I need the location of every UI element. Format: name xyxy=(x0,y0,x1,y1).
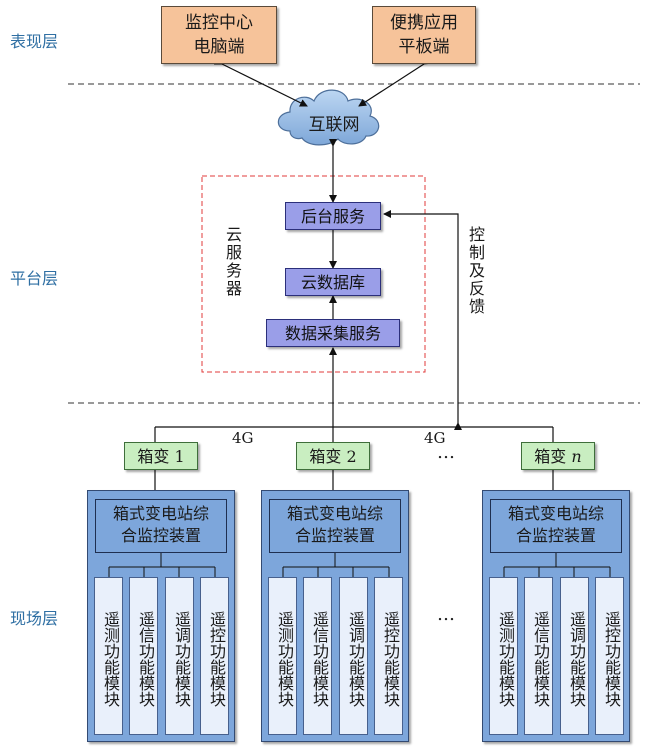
module-connectors xyxy=(282,553,390,577)
monitor-device-line1: 箱式变电站综 xyxy=(286,504,383,523)
telemetry-module: 遥测功能模块 xyxy=(94,577,123,735)
ellipsis-stations: … xyxy=(437,604,455,625)
module-connectors xyxy=(108,553,216,577)
integrated-monitor-device: 箱式变电站综 合监控装置 xyxy=(269,499,401,553)
box-transformer-number: 1 xyxy=(174,447,185,466)
mobile-tablet-box: 便携应用 平板端 xyxy=(372,6,476,64)
monitor-device-line1: 箱式变电站综 xyxy=(507,504,604,523)
monitor-device-line2: 合监控装置 xyxy=(120,526,201,545)
box-transformer-2: 箱变 2 xyxy=(296,442,370,470)
network-4g-label-right: 4G xyxy=(424,429,446,447)
telesignal-module: 遥信功能模块 xyxy=(303,577,332,735)
telesignal-module: 遥信功能模块 xyxy=(524,577,553,735)
monitor-center-line1: 监控中心 xyxy=(185,13,253,33)
box-transformer-number: n xyxy=(571,447,582,466)
station-group-1: 箱式变电站综 合监控装置 遥测功能模块 遥信功能模块 遥调功能模块 遥控功能模块 xyxy=(87,490,235,742)
telemetry-module: 遥测功能模块 xyxy=(489,577,518,735)
box-transformer-name: 箱变 xyxy=(309,447,342,466)
integrated-monitor-device: 箱式变电站综 合监控装置 xyxy=(490,499,622,553)
box-transformer-name: 箱变 xyxy=(137,447,170,466)
monitor-center-pc-box: 监控中心 电脑端 xyxy=(161,6,277,64)
integrated-monitor-device: 箱式变电站综 合监控装置 xyxy=(95,499,227,553)
telesignal-module: 遥信功能模块 xyxy=(129,577,158,735)
teleadjust-module: 遥调功能模块 xyxy=(560,577,589,735)
box-transformer-n: 箱变 n xyxy=(521,442,595,470)
box-transformer-number: 2 xyxy=(346,447,357,466)
data-collection-service-box: 数据采集服务 xyxy=(266,319,400,347)
ellipsis-boxes: … xyxy=(437,442,455,463)
layer-label-field: 现场层 xyxy=(10,609,59,628)
backend-service-box: 后台服务 xyxy=(285,202,381,230)
layer-label-presentation: 表现层 xyxy=(10,32,59,51)
box-transformer-1: 箱变 1 xyxy=(124,442,198,470)
module-connectors xyxy=(503,553,611,577)
mobile-line2: 平板端 xyxy=(398,37,450,57)
cloud-database-box: 云数据库 xyxy=(285,268,381,296)
monitor-device-line1: 箱式变电站综 xyxy=(112,504,209,523)
internet-label: 互联网 xyxy=(308,115,360,135)
station-group-n: 箱式变电站综 合监控装置 遥测功能模块 遥信功能模块 遥调功能模块 遥控功能模块 xyxy=(482,490,630,742)
box-transformer-name: 箱变 xyxy=(534,447,567,466)
cloud-server-label: 云服务器 xyxy=(223,226,242,298)
teleadjust-module: 遥调功能模块 xyxy=(165,577,194,735)
monitor-device-line2: 合监控装置 xyxy=(515,526,596,545)
layer-label-platform: 平台层 xyxy=(10,269,59,288)
telecontrol-module: 遥控功能模块 xyxy=(374,577,403,735)
telecontrol-module: 遥控功能模块 xyxy=(200,577,229,735)
telecontrol-module: 遥控功能模块 xyxy=(595,577,624,735)
control-feedback-label: 控制及反馈 xyxy=(466,226,485,316)
monitor-device-line2: 合监控装置 xyxy=(294,526,375,545)
monitor-center-line2: 电脑端 xyxy=(193,37,245,57)
station-group-2: 箱式变电站综 合监控装置 遥测功能模块 遥信功能模块 遥调功能模块 遥控功能模块 xyxy=(261,490,409,742)
mobile-line1: 便携应用 xyxy=(390,13,458,33)
telemetry-module: 遥测功能模块 xyxy=(268,577,297,735)
network-4g-label-left: 4G xyxy=(232,429,254,447)
teleadjust-module: 遥调功能模块 xyxy=(339,577,368,735)
